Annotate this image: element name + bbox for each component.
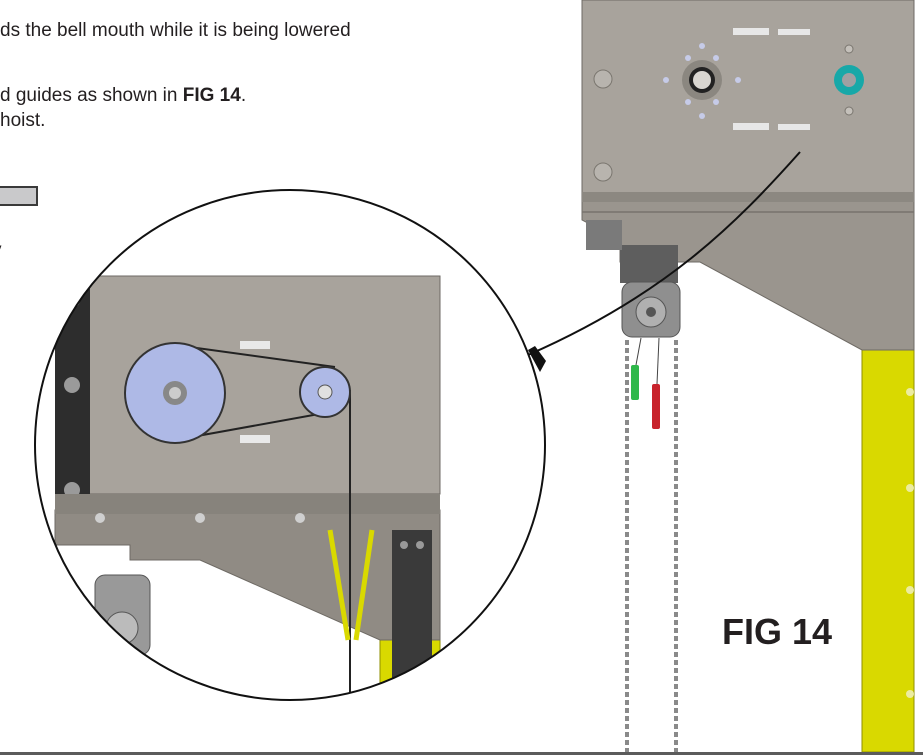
detail-circle-outline <box>34 189 546 701</box>
leader-line <box>527 151 801 356</box>
instruction-line-2-prefix: d guides as shown in <box>0 85 183 106</box>
detail-view <box>35 190 545 700</box>
page-bottom-rule <box>0 752 923 755</box>
grey-indicator-box <box>0 186 38 206</box>
main-machine <box>581 0 915 753</box>
instruction-text-line-4: y <box>0 240 2 262</box>
yellow-support-column <box>861 339 915 753</box>
instruction-text-line-2: d guides as shown in FIG 14. <box>0 85 246 107</box>
instruction-line-2-suffix: . <box>240 85 247 106</box>
figure-reference: FIG 14 <box>182 85 241 106</box>
hopper-front-panel <box>581 0 915 197</box>
green-pull-handle <box>631 365 639 400</box>
instruction-text-line-3: hoist. <box>0 110 46 131</box>
instruction-text-line-1: ds the bell mouth while it is being lowe… <box>0 20 351 41</box>
red-pull-handle <box>652 384 660 429</box>
figure-label: FIG 14 <box>722 611 833 652</box>
